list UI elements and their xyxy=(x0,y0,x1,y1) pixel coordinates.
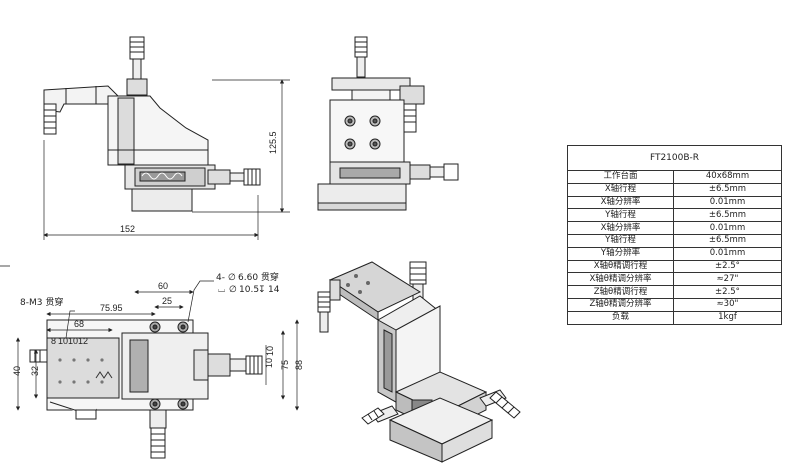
top-view-lower-screw xyxy=(49,401,97,420)
hole-callout-depth: 14 xyxy=(268,285,280,295)
iso-left-micrometer xyxy=(361,405,399,425)
spec-value: ≈30" xyxy=(673,297,782,312)
front-view-holes xyxy=(344,115,381,150)
hole-callout-prefix: 4- xyxy=(216,273,225,283)
spec-table-model: FT2100B-R xyxy=(567,145,782,171)
top-view-mount-holes xyxy=(149,321,189,410)
dim-v10-b: 10 xyxy=(264,358,274,368)
spec-key: Z轴θ精调行程 xyxy=(567,285,674,299)
iso-right-micrometer xyxy=(479,389,521,419)
spec-value: ±6.5mm xyxy=(673,208,782,223)
table-row: X轴行程±6.5mm xyxy=(567,182,782,197)
table-row: Y轴行程±6.5mm xyxy=(567,233,782,248)
spec-key: X轴θ精调分辨率 xyxy=(567,272,674,287)
spec-key: 负载 xyxy=(567,310,674,325)
side-view xyxy=(43,36,290,240)
table-row: Z轴θ精调行程±2.5° xyxy=(567,285,782,299)
spec-value: ±2.5° xyxy=(673,259,782,274)
spec-value: 1kgf xyxy=(673,310,782,325)
front-view-side-screw xyxy=(403,103,417,133)
thread-callout: 8-M3 贯穿 xyxy=(20,296,63,308)
top-view-bottom-micrometer xyxy=(149,409,167,459)
diameter-symbol: ∅ xyxy=(228,273,236,283)
table-row: X轴θ精调分辨率≈27" xyxy=(567,272,782,287)
hole-callout-counterbore: 10.5 xyxy=(239,285,259,295)
dim-10-b: 10 xyxy=(68,336,78,346)
dim-75-95: 75.95 xyxy=(100,303,123,313)
table-row: X轴θ精调行程±2.5° xyxy=(567,259,782,274)
spec-value: ≈27" xyxy=(673,272,782,287)
dim-40: 40 xyxy=(12,366,22,376)
side-view-top-micrometer xyxy=(126,36,148,96)
dim-25: 25 xyxy=(162,296,172,306)
hole-callout-through: 6.60 贯穿 xyxy=(238,271,279,283)
spec-key: 工作台面 xyxy=(567,170,674,184)
counterbore-diameter-symbol: ∅ xyxy=(229,285,237,295)
spec-key: Y轴分辨率 xyxy=(567,246,674,261)
spec-value: ±6.5mm xyxy=(673,182,782,197)
depth-symbol: ↧ xyxy=(258,285,266,295)
table-row: Y轴行程±6.5mm xyxy=(567,208,782,223)
spec-key: Y轴行程 xyxy=(567,233,674,248)
dim-68: 68 xyxy=(74,319,84,329)
dim-60: 60 xyxy=(158,281,168,291)
spec-value: ±6.5mm xyxy=(673,233,782,248)
spec-key: X轴分辨率 xyxy=(567,221,674,235)
top-view-right-micrometer xyxy=(207,353,263,377)
side-view-width-dim: 152 xyxy=(120,224,135,234)
side-view-spring xyxy=(139,171,186,182)
isometric-view xyxy=(317,261,521,463)
side-view-left-screw xyxy=(43,103,57,135)
front-view-micrometer xyxy=(354,36,368,78)
spec-value: 0.01mm xyxy=(673,246,782,261)
side-view-height-dim: 125.5 xyxy=(268,131,278,154)
dim-88: 88 xyxy=(294,360,304,370)
spec-value: 0.01mm xyxy=(673,195,782,210)
dim-32: 32 xyxy=(30,366,40,376)
dim-v10-a: 10 xyxy=(265,346,275,356)
dim-75: 75 xyxy=(280,360,290,370)
spec-key: X轴分辨率 xyxy=(567,195,674,210)
dim-12: 12 xyxy=(78,336,88,346)
top-view-spring xyxy=(95,371,113,379)
spec-value: ±2.5° xyxy=(673,285,782,299)
spec-table-header-row: FT2100B-R xyxy=(567,145,782,171)
top-view-thread-holes xyxy=(58,358,104,384)
spec-key: Y轴行程 xyxy=(567,208,674,223)
spec-key: X轴行程 xyxy=(567,182,674,197)
front-view xyxy=(317,36,459,211)
spec-value: 40x68mm xyxy=(673,170,782,184)
top-view xyxy=(15,280,300,459)
table-row: Z轴θ精调分辨率≈30" xyxy=(567,297,782,312)
iso-left-screw xyxy=(317,291,331,333)
spec-key: X轴θ精调行程 xyxy=(567,259,674,274)
spec-value: 0.01mm xyxy=(673,221,782,235)
side-view-right-micrometer xyxy=(207,168,261,186)
dim-8: 8 xyxy=(51,336,56,346)
counterbore-symbol: ⌴ xyxy=(218,285,225,295)
spec-key: Z轴θ精调分辨率 xyxy=(567,297,674,312)
dim-10-a: 10 xyxy=(58,336,68,346)
